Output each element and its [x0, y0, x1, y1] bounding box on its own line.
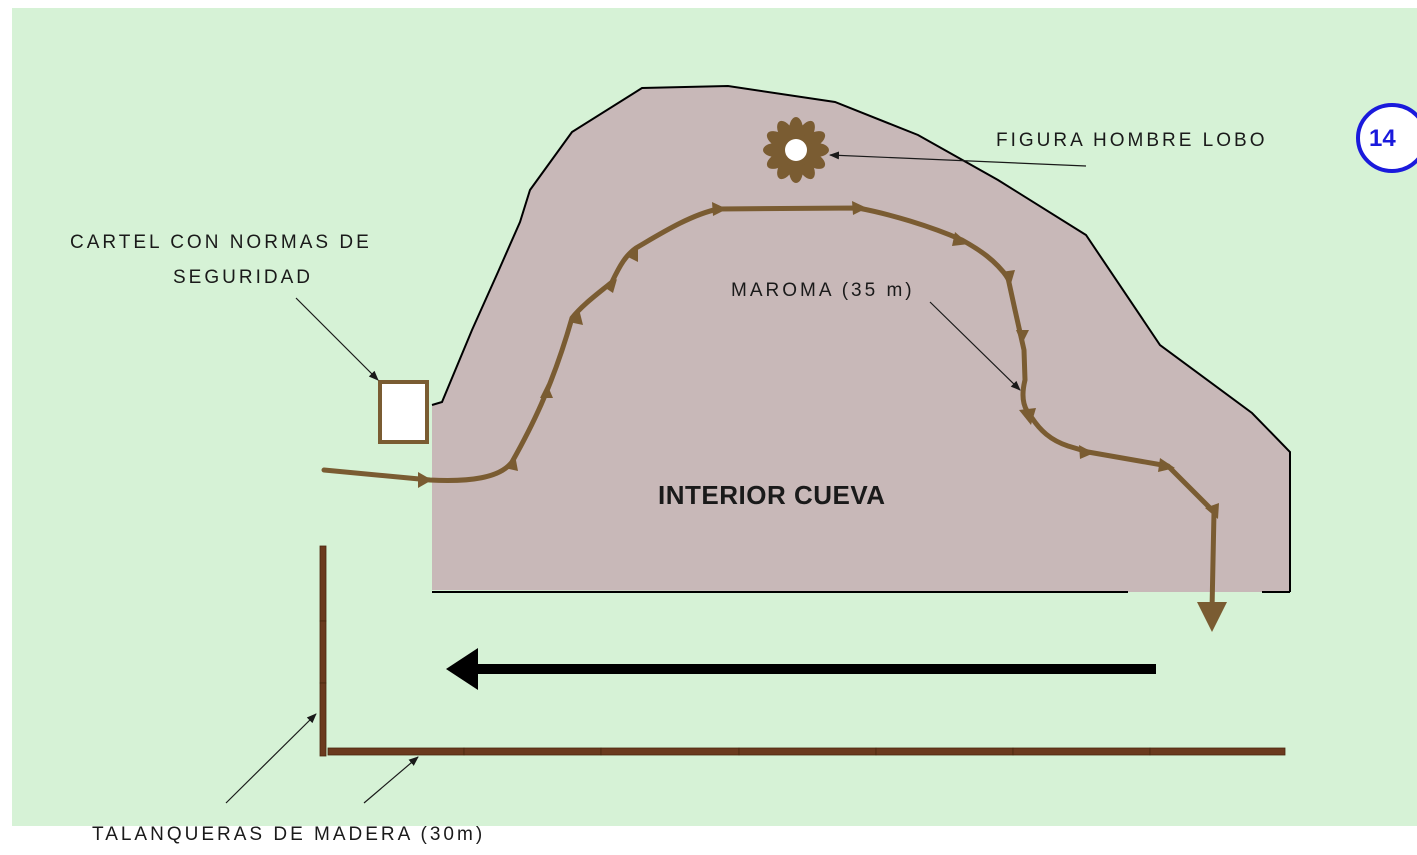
- fence-segment: [600, 747, 740, 756]
- rope-arrow: [1016, 330, 1029, 344]
- rope-arrow: [569, 309, 583, 325]
- sign-label-line2: SEGURIDAD: [173, 267, 313, 288]
- fence-pointer-line: [363, 756, 419, 804]
- fence-pointer-line: [225, 713, 317, 804]
- rope-pointer-line: [929, 301, 1021, 391]
- sign-label-line1: CARTEL CON NORMAS DE: [70, 232, 372, 253]
- rope-arrow: [1019, 408, 1036, 425]
- sign-pointer-line: [295, 297, 379, 381]
- wooden-fences: [319, 545, 1286, 757]
- werewolf-pointer-line: [829, 151, 1087, 167]
- werewolf-figure-label: FIGURA HOMBRE LOBO: [996, 130, 1267, 151]
- fence-segment: [1012, 747, 1151, 756]
- fence-label: TALANQUERAS DE MADERA (30m): [92, 824, 485, 845]
- rope-arrow: [540, 384, 553, 398]
- werewolf-figure-icon: [763, 117, 829, 183]
- rope-arrow: [852, 201, 867, 215]
- rope-arrow: [1205, 503, 1219, 519]
- rope-arrow: [712, 202, 727, 216]
- rope-arrow: [1079, 445, 1094, 459]
- badge-number: 14: [1369, 125, 1396, 152]
- rope-exit-arrow: [1197, 602, 1227, 632]
- fence-segment: [319, 620, 327, 684]
- fence-segment: [319, 545, 327, 622]
- rope-arrow: [952, 232, 969, 246]
- rope-arrow: [505, 455, 518, 471]
- cave-interior-label: INTERIOR CUEVA: [658, 480, 886, 510]
- rope-arrow: [418, 472, 432, 488]
- rope-path: [321, 205, 1217, 613]
- exit-direction-arrow: [446, 648, 1156, 690]
- rope-label: MAROMA (35 m): [731, 280, 915, 301]
- fence-segment: [1149, 747, 1286, 756]
- rope-arrow: [604, 279, 617, 293]
- fence-segment: [738, 747, 877, 756]
- fence-segment: [463, 747, 602, 756]
- rope-arrow: [626, 247, 638, 262]
- cave-outline: [431, 84, 1291, 592]
- fence-segment: [875, 747, 1014, 756]
- fence-segment: [327, 747, 465, 756]
- rope-arrowheads: [418, 201, 1227, 632]
- rope-arrow: [1001, 270, 1015, 287]
- badge: 14: [1356, 103, 1417, 173]
- safety-sign: [378, 380, 429, 444]
- rope-arrow: [1158, 458, 1175, 472]
- fence-segment: [319, 682, 327, 757]
- cave-interior-shape: [432, 86, 1290, 592]
